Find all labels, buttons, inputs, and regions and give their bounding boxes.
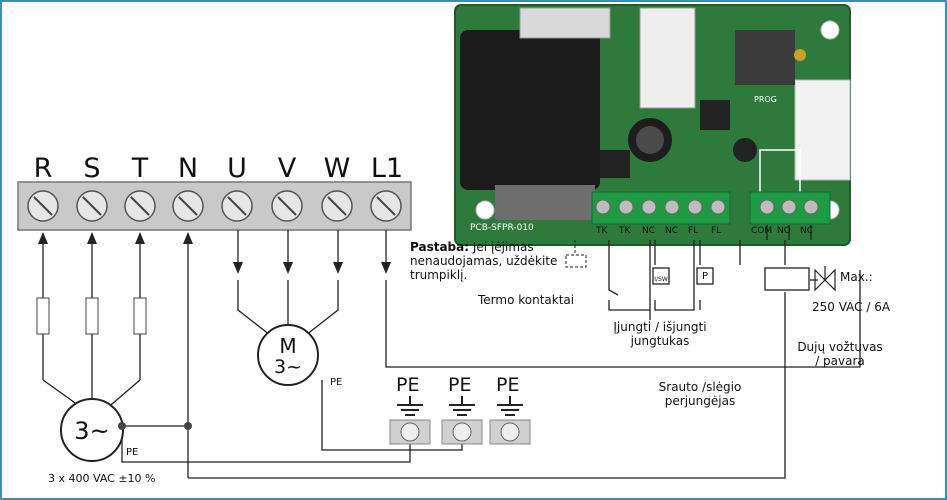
jumper-note-text: Jei įėjimas nenaudojamas, uždėkite trump…: [410, 240, 558, 282]
junction-dot: [184, 422, 192, 430]
supply-symbol: 3~: [74, 417, 110, 445]
pcb-terminal-tk2: TK: [619, 226, 631, 236]
pcb-prog-label: PROG: [754, 95, 777, 104]
switch-box-label: I/SW: [654, 276, 668, 283]
valve-symbol: [814, 266, 836, 292]
supply-circle: [60, 398, 124, 462]
jumper-note-bold: Pastaba:: [410, 240, 470, 254]
relay-rating-label: 250 VAC / 6A: [812, 300, 891, 314]
pe-label-3: PE: [496, 374, 520, 396]
pcb-board: [454, 4, 851, 246]
terminal-label-v: V: [277, 153, 297, 184]
gas-valve-label: Dujų vožtuvas / pavara: [797, 340, 883, 368]
terminal-label-t: T: [131, 153, 149, 184]
pcb-terminal-fl1: FL: [688, 226, 699, 236]
pcb-terminal-tk1: TK: [596, 226, 608, 236]
fuses: [36, 297, 147, 335]
jumper-note: Pastaba: Jei įėjimas nenaudojamas, uždėk…: [410, 240, 560, 282]
terminal-strip: [17, 181, 412, 231]
pe-label-1: PE: [396, 374, 420, 396]
pressure-box-label: P: [701, 271, 709, 282]
motor-circle: [257, 324, 319, 386]
terminal-label-r: R: [33, 153, 53, 184]
motor-letter: M: [279, 334, 297, 358]
pcb-terminal-com: COM: [751, 226, 773, 236]
supply-voltage-label: 3 x 400 VAC ±10 %: [48, 472, 156, 485]
motor-pe-label: PE: [330, 377, 343, 388]
terminal-label-w: W: [323, 153, 351, 184]
terminal-label-s: S: [83, 153, 101, 184]
thermo-contacts-label: Termo kontaktai: [478, 293, 575, 307]
connector-housing: [495, 185, 595, 220]
pcb-terminal-nc2: NC: [665, 226, 679, 236]
arrows: [38, 232, 391, 274]
pcb-terminal-nc1: NC: [642, 226, 656, 236]
pe-label-2: PE: [448, 374, 472, 396]
pcb-terminal-fl2: FL: [711, 226, 722, 236]
supply-pe-label: PE: [126, 447, 139, 458]
max-label: Max.:: [840, 270, 873, 284]
pe-blocks: [389, 396, 531, 445]
terminal-label-u: U: [227, 153, 247, 184]
pcb-name: PCB-SFPR-010: [470, 223, 534, 233]
motor-phase: 3~: [273, 356, 302, 378]
terminal-label-l1: L1: [370, 153, 404, 184]
terminal-label-n: N: [177, 153, 199, 184]
transformer-block: [460, 30, 600, 190]
junction-dot: [118, 422, 126, 430]
pcb-terminal-nc: NC: [800, 226, 814, 236]
switch-symbols: [652, 267, 810, 291]
flow-switch-label: Srauto /slėgio perjungėjas: [658, 380, 742, 408]
on-off-switch-label: Įjungti / išjungti jungtukas: [613, 320, 707, 348]
pcb-terminal-no: NO: [777, 226, 791, 236]
